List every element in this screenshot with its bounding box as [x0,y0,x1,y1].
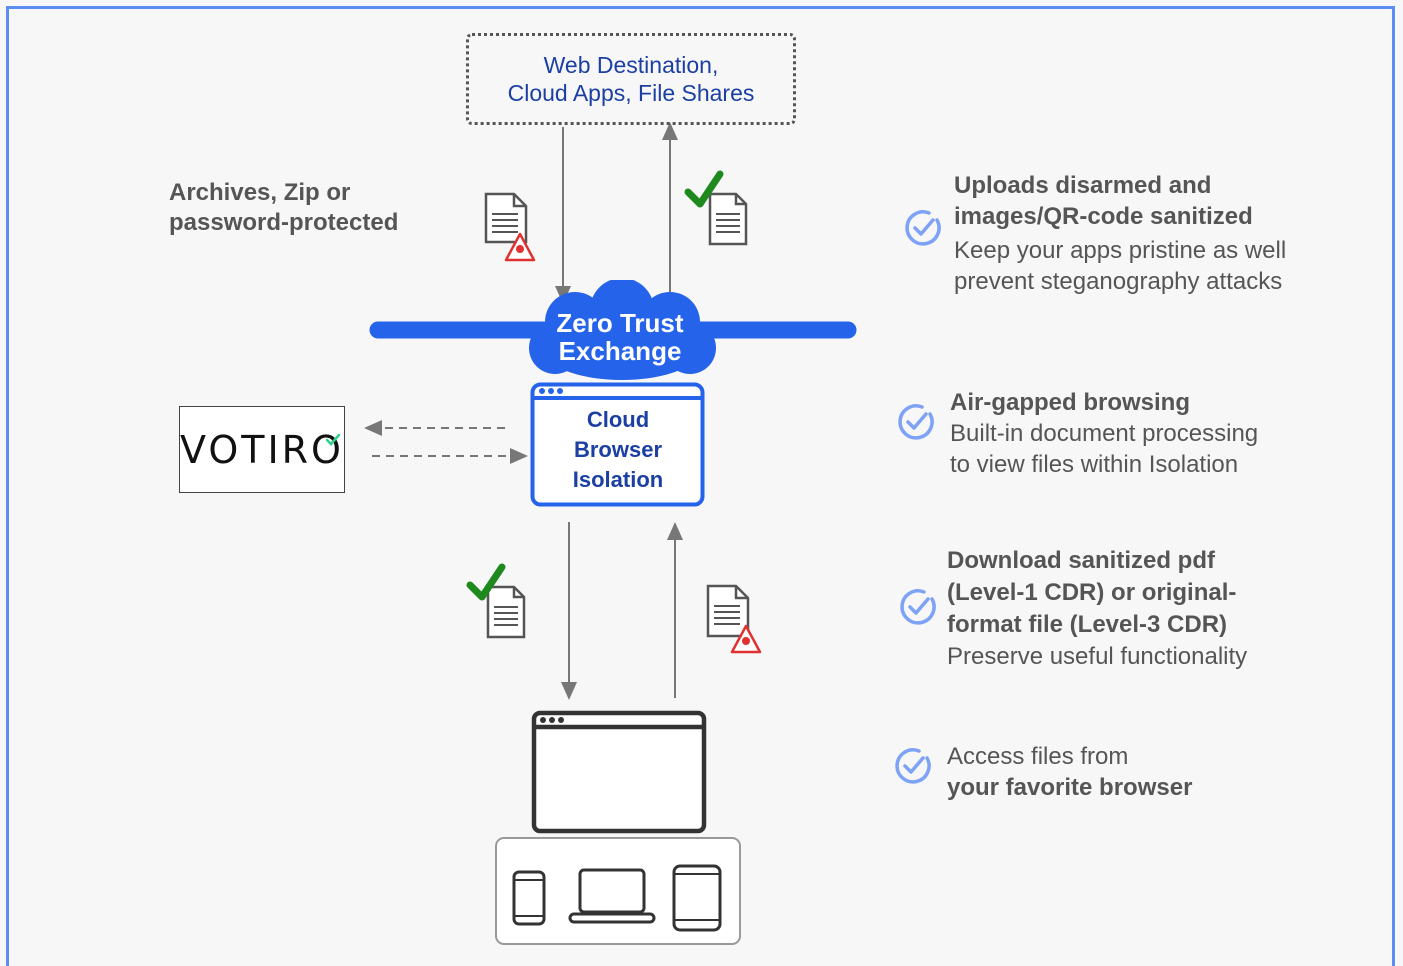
votiro-logo-text: VOTIRO [180,427,344,472]
benefit-access-files: Access files from your favorite browser [947,741,1192,803]
phone-icon [512,870,546,926]
benefit-subtitle: Access files from [947,743,1129,770]
votiro-logo: VOTIRO [179,406,345,493]
cbi-line3: Isolation [572,467,664,492]
benefit-title: (Level-1 CDR) or original- [947,579,1237,606]
web-destination-box: Web Destination, Cloud Apps, File Shares [466,33,796,125]
zero-trust-exchange-cloud [369,280,857,380]
zero-trust-line2: Exchange [558,336,682,366]
benefit-subtitle: to view files within Isolation [950,451,1239,478]
benefit-subtitle: Keep your apps pristine as well [954,237,1287,264]
benefit-title: Download sanitized pdf [947,547,1215,574]
benefit-title: Uploads disarmed and [954,172,1212,199]
benefit-uploads-disarmed: Uploads disarmed and images/QR-code sani… [954,170,1286,297]
cloud-browser-isolation-label: Cloud Browser Isolation [535,405,701,495]
benefit-check-icon [905,210,941,246]
benefit-download-sanitized: Download sanitized pdf (Level-1 CDR) or … [947,545,1247,673]
cloud-browser-isolation-window [530,382,705,507]
benefit-title: your favorite browser [947,774,1193,801]
tablet-icon [672,864,722,932]
web-destination-line2: Cloud Apps, File Shares [507,80,755,106]
benefit-check-icon [895,748,931,784]
user-devices-box [495,837,741,945]
document-warning-icon [484,192,536,262]
benefit-title: images/QR-code sanitized [954,203,1253,230]
benefit-title: Air-gapped browsing [950,389,1190,416]
benefit-title: format file (Level-3 CDR) [947,611,1228,638]
votiro-check-icon [326,434,340,446]
cbi-line1: Cloud [586,407,650,432]
archives-label: Archives, Zip or password-protected [169,178,469,238]
benefit-subtitle: Built-in document processing [950,420,1259,447]
benefit-check-icon [898,404,934,440]
document-check-icon [684,170,748,246]
archives-label-line1: Archives, Zip or [169,179,351,206]
zero-trust-exchange-label: Zero Trust Exchange [520,309,720,365]
laptop-icon [568,868,656,924]
archives-label-line2: password-protected [169,209,399,236]
benefit-air-gapped: Air-gapped browsing Built-in document pr… [950,387,1258,480]
local-browser-window-icon [531,710,707,834]
cbi-line2: Browser [573,437,663,462]
benefit-subtitle: prevent steganography attacks [954,268,1283,295]
document-warning-icon [706,584,762,654]
zero-trust-line1: Zero Trust [556,308,684,338]
web-destination-line1: Web Destination, [543,52,719,78]
benefit-subtitle: Preserve useful functionality [947,643,1248,670]
document-check-icon [466,563,526,639]
benefit-check-icon [900,589,936,625]
